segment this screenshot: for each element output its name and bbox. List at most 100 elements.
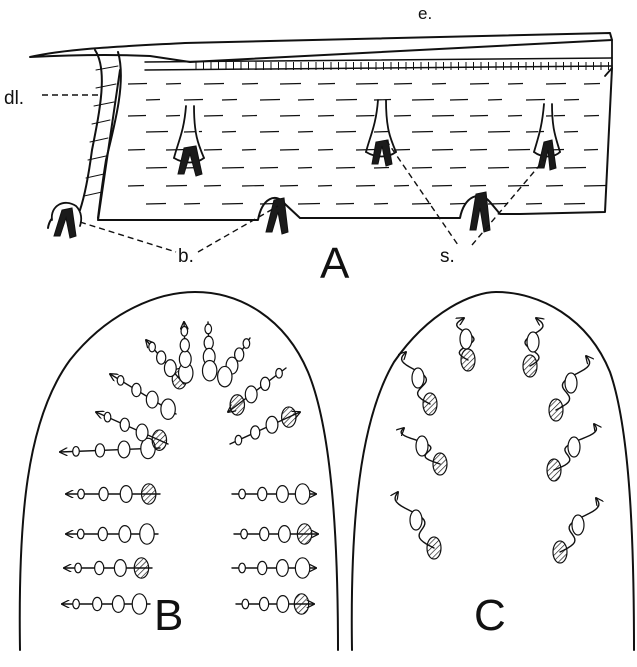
cilium-ellipse xyxy=(73,447,80,457)
muscle-streak xyxy=(356,116,377,117)
cilium-ellipse xyxy=(179,351,191,368)
muscle-streak xyxy=(166,186,187,187)
muscle-streak xyxy=(204,84,224,85)
muscle-streak xyxy=(318,186,332,187)
muscle-streak xyxy=(488,100,502,101)
cilium-ellipse xyxy=(112,596,124,613)
muscle-streak xyxy=(260,168,278,169)
muscle-streak xyxy=(356,84,378,85)
muscle-streak xyxy=(318,150,333,151)
label-s: s. xyxy=(440,246,455,267)
muscle-streak xyxy=(128,116,146,117)
muscle-streak xyxy=(432,84,446,85)
cilium-ellipse xyxy=(277,560,289,577)
muscle-streak xyxy=(488,132,510,133)
cilium-ellipse xyxy=(104,412,111,422)
muscle-streak xyxy=(584,186,606,187)
muscle-streak xyxy=(450,100,468,101)
muscle-streak xyxy=(450,204,465,205)
panel-b: B xyxy=(20,292,338,650)
panel-letter-b: B xyxy=(154,591,183,640)
cilium-ellipse xyxy=(282,407,296,427)
muscle-streak xyxy=(356,186,375,187)
panel-letter-c: C xyxy=(474,591,506,640)
muscle-streak xyxy=(184,204,200,205)
muscle-streak xyxy=(546,186,563,187)
panel-c: C xyxy=(352,292,634,650)
cilium-ellipse xyxy=(77,529,84,539)
cilium-ellipse xyxy=(205,324,212,334)
cilium-ellipse xyxy=(277,596,289,613)
cilium-ellipse xyxy=(73,599,80,609)
muscle-streak xyxy=(336,100,357,101)
muscle-streak xyxy=(146,204,166,205)
muscle-streak xyxy=(128,150,145,151)
muscle-streak xyxy=(470,84,489,85)
muscle-streak xyxy=(546,116,565,117)
cilium-ellipse xyxy=(416,436,428,456)
muscle-streak xyxy=(412,168,432,169)
cilium-ellipse-hatched xyxy=(427,537,441,559)
muscle-streak xyxy=(508,150,530,151)
muscle-streak xyxy=(412,204,431,205)
muscle-streak xyxy=(280,84,301,85)
cilium-ellipse-hatched xyxy=(553,541,567,563)
cilium-ellipse xyxy=(279,526,291,543)
cilium-ellipse-hatched xyxy=(423,393,437,415)
muscle-streak xyxy=(374,100,391,101)
muscle-streak xyxy=(394,84,412,85)
muscle-streak xyxy=(222,100,237,101)
seta-3 xyxy=(534,104,560,170)
cilium-ellipse xyxy=(95,561,104,574)
muscle-streak xyxy=(336,168,355,169)
cilium-ellipse xyxy=(295,558,309,578)
muscle-streak xyxy=(564,168,586,169)
muscle-streak xyxy=(204,116,223,117)
muscle-streak xyxy=(394,150,410,151)
cilium-ellipse xyxy=(295,484,309,504)
label-e: e. xyxy=(418,4,432,23)
muscle-streak xyxy=(222,204,243,205)
muscle-streak xyxy=(526,204,542,205)
muscle-streak xyxy=(470,150,487,151)
panel-b-ciliary-rows xyxy=(60,322,318,614)
muscle-streak xyxy=(298,204,320,205)
cilium-ellipse xyxy=(260,527,269,540)
cilium-ellipse xyxy=(99,487,108,500)
cilium-ellipse xyxy=(132,383,141,396)
cilium-ellipse-hatched xyxy=(549,399,563,421)
muscle-streak xyxy=(204,186,221,187)
muscle-streak xyxy=(508,186,529,187)
muscle-streak xyxy=(184,132,202,133)
muscle-streak xyxy=(280,116,300,117)
muscle-streak xyxy=(584,116,599,117)
cilium-ellipse xyxy=(239,563,246,573)
cilium-ellipse xyxy=(202,361,216,381)
epidermis-layer xyxy=(30,33,612,76)
cilium-ellipse xyxy=(181,326,188,336)
cilium-ellipse xyxy=(565,373,577,393)
cilium-ellipse xyxy=(258,561,267,574)
muscle-streak xyxy=(412,132,433,133)
cilium-ellipse xyxy=(242,599,249,609)
cilium-ellipse xyxy=(410,510,422,530)
muscle-streak xyxy=(584,84,600,85)
muscle-streak xyxy=(128,186,144,187)
muscle-streak xyxy=(242,84,258,85)
panel-letter-a: A xyxy=(320,239,350,288)
muscle-streak xyxy=(584,150,598,151)
muscle-streak xyxy=(564,204,585,205)
cilium-ellipse xyxy=(146,391,158,408)
muscle-streak xyxy=(280,186,298,187)
cilium-ellipse xyxy=(119,526,131,543)
cilium-ellipse xyxy=(95,444,104,457)
muscle-streak xyxy=(336,132,356,133)
muscle-streak xyxy=(374,168,389,169)
muscle-streak xyxy=(146,132,168,133)
cilium-ellipse xyxy=(412,368,424,388)
muscle-streak xyxy=(298,168,312,169)
muscle-streak xyxy=(432,186,452,187)
muscle-streak xyxy=(450,132,467,133)
cilium-ellipse xyxy=(297,524,311,544)
